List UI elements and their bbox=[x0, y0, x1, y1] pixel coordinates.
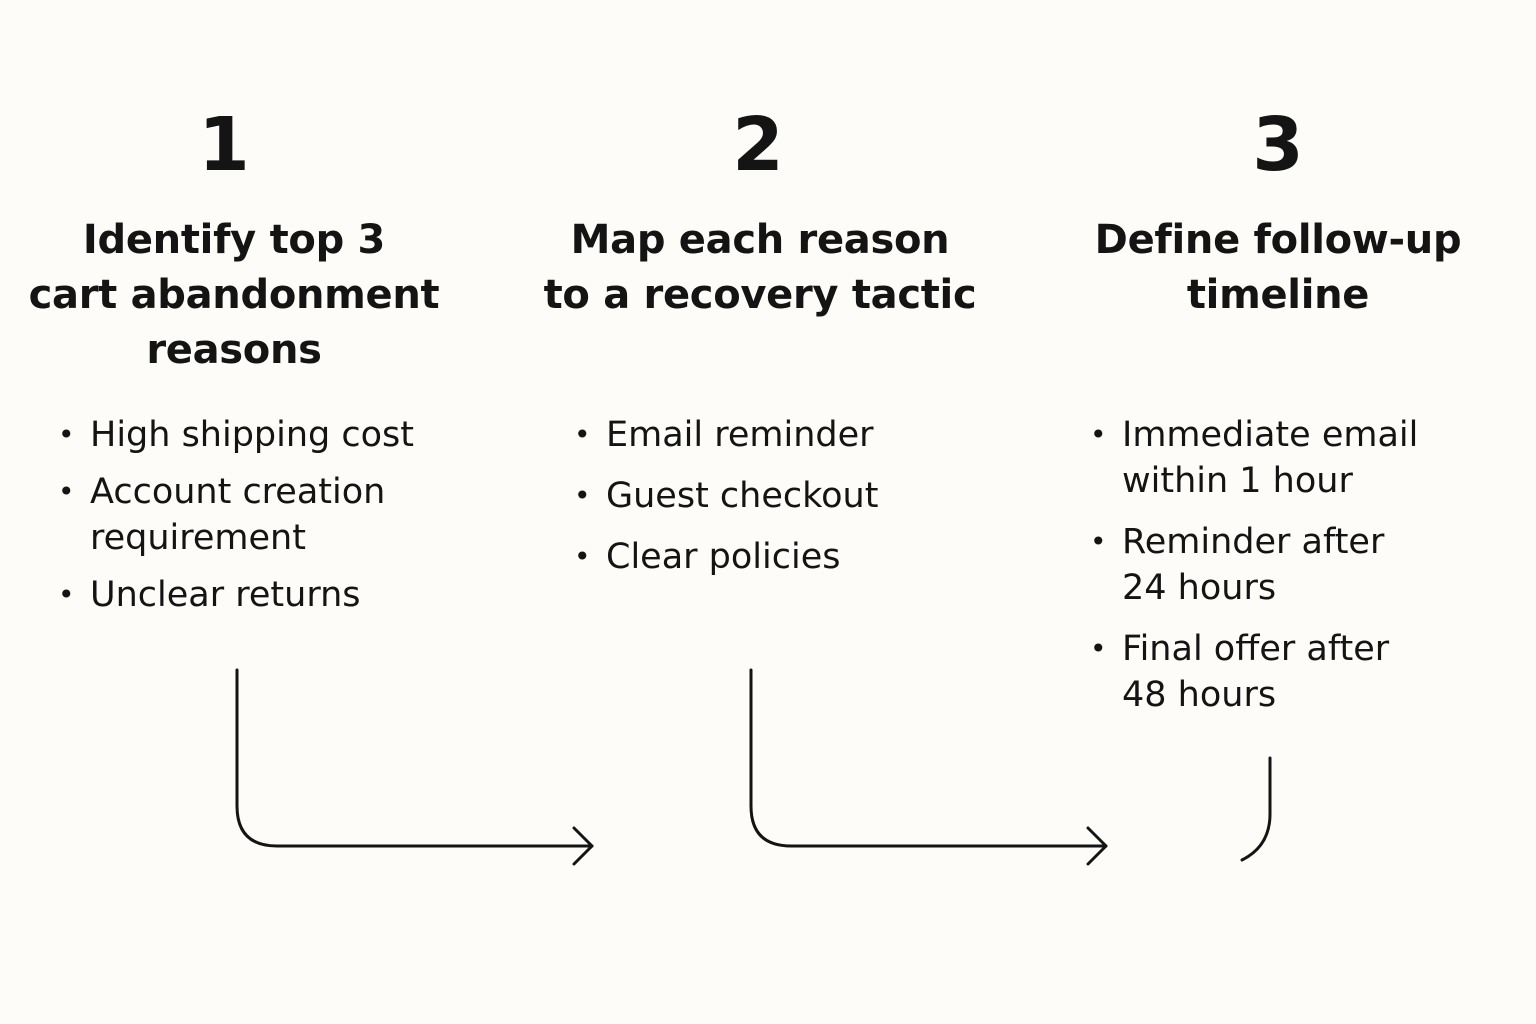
step-title-line: reasons bbox=[146, 327, 322, 373]
list-item: • Unclear returns bbox=[58, 572, 450, 618]
bullet-icon: • bbox=[574, 418, 591, 451]
connector-arrow-1-to-2 bbox=[235, 668, 594, 848]
list-item-text: Final offer after 48 hours bbox=[1122, 629, 1390, 715]
list-item: • Reminder after 24 hours bbox=[1090, 519, 1402, 611]
connector-arrow-2-to-3 bbox=[749, 668, 1108, 848]
list-item: • Clear policies bbox=[574, 534, 986, 580]
connector-group bbox=[235, 668, 1272, 866]
bullet-icon: • bbox=[58, 418, 75, 451]
list-item-text: Unclear returns bbox=[90, 575, 361, 615]
step-title: Define follow-up timeline bbox=[1068, 213, 1488, 323]
bullet-icon: • bbox=[1090, 525, 1107, 558]
arrowhead-icon bbox=[572, 826, 594, 866]
step-title-line: Map each reason bbox=[570, 217, 950, 263]
list-item: • Final offer after 48 hours bbox=[1090, 626, 1412, 718]
bullet-icon: • bbox=[574, 479, 591, 512]
list-item-text: Email reminder bbox=[606, 415, 874, 455]
bullet-icon: • bbox=[58, 475, 75, 508]
list-item-text: High shipping cost bbox=[90, 415, 415, 455]
list-item: • Guest checkout bbox=[574, 473, 986, 519]
step-1-list: • High shipping cost • Account creation re… bbox=[58, 412, 450, 629]
step-number: 3 bbox=[1252, 102, 1304, 188]
step-title-line: cart abandonment bbox=[28, 272, 440, 318]
list-item: • High shipping cost bbox=[58, 412, 450, 458]
list-item-text: Guest checkout bbox=[606, 476, 879, 516]
bullet-icon: • bbox=[1090, 632, 1107, 665]
step-title: Identify top 3 cart abandonment reasons bbox=[24, 213, 444, 378]
step-1: 1 Identify top 3 cart abandonment reason… bbox=[24, 100, 444, 378]
list-item-text: Account creation requirement bbox=[90, 472, 386, 558]
step-title-line: Identify top 3 bbox=[82, 217, 386, 263]
connector-curve-end bbox=[1240, 756, 1272, 862]
step-title-line: to a recovery tactic bbox=[543, 272, 977, 318]
list-item: • Immediate email within 1 hour bbox=[1090, 412, 1422, 504]
arrowhead-icon bbox=[1086, 826, 1108, 866]
list-item-text: Immediate email within 1 hour bbox=[1122, 415, 1419, 501]
step-number: 2 bbox=[732, 102, 784, 188]
list-item-text: Reminder after 24 hours bbox=[1122, 522, 1385, 608]
step-2-list: • Email reminder • Guest checkout • Clear p… bbox=[574, 412, 986, 595]
step-title-line: Define follow-up bbox=[1094, 217, 1462, 263]
step-2: 2 Map each reason to a recovery tactic bbox=[540, 100, 980, 323]
list-item: • Email reminder bbox=[574, 412, 986, 458]
list-item: • Account creation requirement bbox=[58, 469, 420, 561]
step-title: Map each reason to a recovery tactic bbox=[540, 213, 980, 323]
step-3: 3 Define follow-up timeline bbox=[1068, 100, 1488, 323]
bullet-icon: • bbox=[58, 578, 75, 611]
list-item-text: Clear policies bbox=[606, 537, 841, 577]
step-3-list: • Immediate email within 1 hour • Reminder… bbox=[1090, 412, 1512, 733]
step-number: 1 bbox=[198, 102, 250, 188]
step-title-line: timeline bbox=[1186, 272, 1370, 318]
bullet-icon: • bbox=[574, 540, 591, 573]
bullet-icon: • bbox=[1090, 418, 1107, 451]
